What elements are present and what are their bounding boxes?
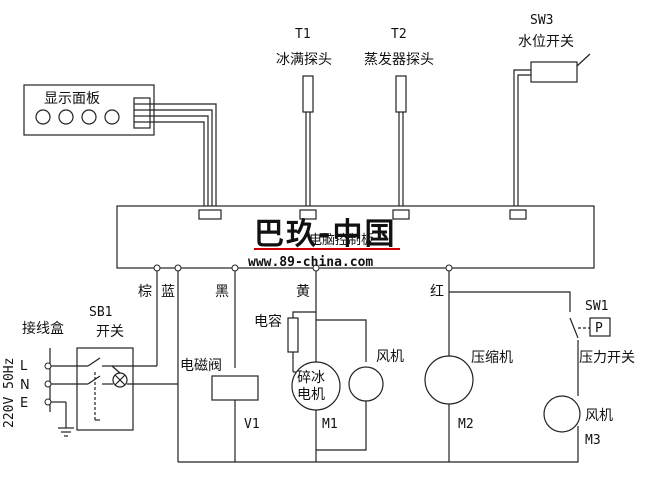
sw3-socket [509,209,527,220]
display-indicator-2 [58,109,74,125]
wire-label-black: 黑 [215,284,229,300]
t1-name: 冰满探头 [276,52,332,68]
terminal-black [231,264,239,272]
m3-code: M3 [585,433,601,448]
m1-code: M1 [322,417,338,432]
wire-label-brown: 棕 [138,284,152,300]
sb1-code: SB1 [89,305,112,320]
sw3-name: 水位开关 [518,34,574,50]
solenoid-label: 电磁阀 [180,358,222,374]
pressure-switch-label: 压力开关 [579,350,635,366]
wire-label-red: 红 [430,284,444,300]
t1-ice-full-probe: T1 冰满探头 [276,27,332,210]
sw3-lever [576,53,591,67]
display-panel-label: 显示面板 [44,91,100,107]
sw1-code: SW1 [585,299,608,314]
compressor-label: 压缩机 [471,350,513,366]
display-cable [150,103,217,210]
wire-label-blue: 蓝 [161,284,175,300]
fan-motor-1 [348,366,384,402]
solenoid-coil [211,375,259,401]
sw3-float-body [530,61,578,83]
display-panel: 显示面板 [23,84,155,136]
fan-motor-m3 [543,395,581,433]
terminal-brown [153,264,161,272]
terminal-red [445,264,453,272]
crusher-motor-line2: 电机 [297,387,325,403]
capacitor-body [287,317,299,353]
junction-box-label: 接线盒 [22,320,64,337]
compressor-motor [424,355,474,405]
sb1-name: 开关 [96,324,124,340]
sw3-water-level-switch: SW3 水位开关 [513,13,591,210]
display-socket [198,209,222,220]
watermark-url: www.89-china.com [248,255,373,270]
wire-label-yellow: 黄 [296,283,310,300]
solenoid-valve-v1: 电磁阀 V1 [180,358,260,462]
sw1-contact [569,317,579,339]
watermark: 巴玖-中国 www.89-china.com [248,217,400,270]
m2-code: M2 [458,417,474,432]
t2-probe-body [395,75,407,113]
fan-2-label: 风机 [585,408,613,424]
display-indicator-3 [81,109,97,125]
sw3-code: SW3 [530,13,553,28]
t1-code: T1 [295,27,311,42]
phase-l: L [20,359,28,374]
t2-socket [392,209,410,220]
t1-socket [299,209,317,220]
crusher-motor-line1: 碎冰 [297,370,325,386]
watermark-text: 巴玖-中国 [254,217,396,252]
capacitor-label: 电容 [254,313,282,330]
crusher-motor-m1: 电容 碎冰 电机 风机 M1 [254,311,404,462]
sw1-pressure-box [589,317,611,337]
phase-e: E [20,396,28,411]
controller-label: 电脑控制板 [309,233,374,248]
controller-board: 电脑控制板 [116,205,595,272]
junction-box: 接线盒 SB1 开关 L N E 220V 50Hz [2,305,178,437]
terminal-blue [174,264,182,272]
phase-n: N [20,378,30,393]
t2-code: T2 [391,27,407,42]
display-connector [133,97,151,129]
t2-name: 蒸发器探头 [364,52,434,68]
v1-code: V1 [244,417,260,432]
fan-1-label: 风机 [376,349,404,365]
t1-probe-body [302,75,314,113]
display-indicator-1 [35,109,51,125]
display-indicator-4 [104,109,120,125]
sb1-switch-box [76,347,134,431]
pressure-switch-sw1: P SW1 压力开关 风机 M3 [449,291,635,448]
sw1-symbol: P [595,321,603,336]
supply-label: 220V 50Hz [2,358,17,428]
compressor-m2: 压缩机 M2 [424,350,513,462]
t2-evaporator-probe: T2 蒸发器探头 [364,27,434,210]
